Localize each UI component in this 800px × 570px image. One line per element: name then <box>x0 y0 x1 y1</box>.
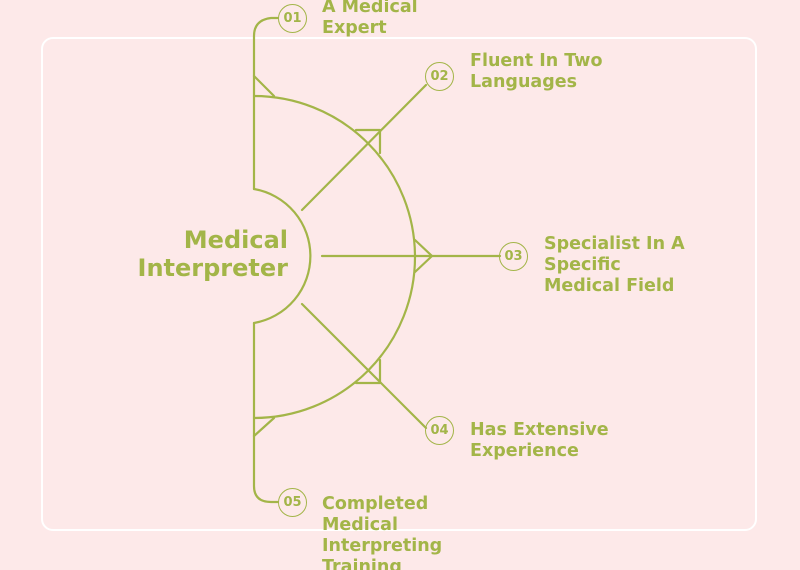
badge-02: 02 <box>425 62 454 91</box>
spoke-04-bracket <box>354 358 382 385</box>
badge-05: 05 <box>278 488 307 517</box>
spine-top-tick <box>252 74 276 98</box>
badge-04: 04 <box>425 416 454 445</box>
content-frame <box>41 37 757 531</box>
spoke-03-bracket <box>413 238 434 274</box>
badge-01: 01 <box>278 4 307 33</box>
inner-arc <box>252 187 312 325</box>
item-label-01: A Medical Expert <box>322 0 418 38</box>
spine-bottom-tick <box>252 416 276 438</box>
spoke-02 <box>300 83 428 212</box>
item-label-05: Completed Medical Interpreting Training <box>322 494 443 570</box>
spine-top <box>252 16 280 191</box>
item-label-04: Has Extensive Experience <box>470 420 609 461</box>
item-label-02: Fluent In Two Languages <box>470 51 603 92</box>
item-label-03: Specialist In A Specific Medical Field <box>544 234 685 296</box>
spoke-02-bracket <box>354 128 382 155</box>
center-title: Medical Interpreter <box>137 226 288 282</box>
badge-03: 03 <box>499 242 528 271</box>
spine-bottom <box>252 321 280 504</box>
spoke-04 <box>300 302 428 430</box>
